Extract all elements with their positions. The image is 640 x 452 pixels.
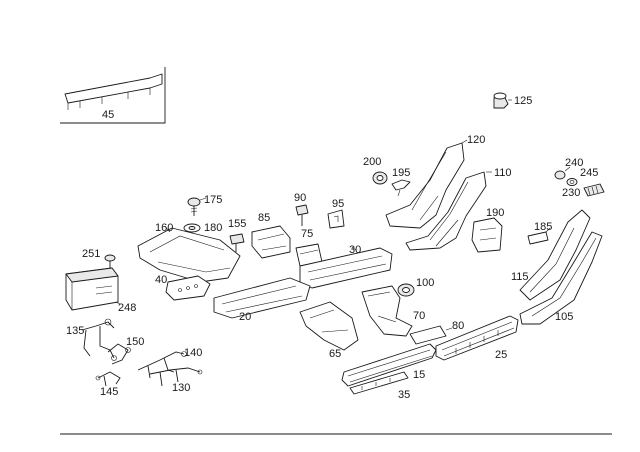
label-248: 248: [118, 302, 136, 314]
label-240: 240: [565, 157, 583, 169]
part-130-harness: [149, 367, 203, 387]
part-140-harness: [137, 351, 187, 379]
label-200: 200: [363, 156, 381, 168]
label-35: 35: [398, 389, 410, 401]
label-20: 20: [239, 311, 251, 323]
part-160-rail: [137, 227, 241, 283]
part-175-screw: [187, 197, 207, 216]
part-80-bracket: [409, 325, 453, 345]
label-120: 120: [467, 134, 485, 146]
part-30-crossmember: [299, 246, 393, 289]
part-85-bracket: [251, 225, 291, 259]
label-145: 145: [100, 386, 118, 398]
label-130: 130: [172, 382, 190, 394]
part-120-pillar: [385, 139, 468, 229]
part-240-nut: [554, 166, 571, 180]
label-110: 110: [494, 167, 512, 179]
label-25: 25: [495, 349, 507, 361]
label-70: 70: [413, 310, 425, 322]
label-90: 90: [294, 192, 306, 204]
label-251: 251: [82, 248, 100, 260]
part-105-rail: [519, 231, 603, 325]
part-230-bolt: [583, 183, 605, 197]
part-145-harness: [95, 371, 121, 387]
label-180: 180: [204, 222, 222, 234]
label-175: 175: [204, 194, 222, 206]
label-150: 150: [126, 336, 144, 348]
part-70-bracket: [361, 285, 413, 337]
part-35-strip: [349, 371, 409, 395]
part-195-clip: [391, 179, 411, 197]
part-100-grommet: [397, 283, 415, 297]
part-200-grommet: [372, 171, 388, 185]
part-190-panel: [471, 217, 503, 253]
part-110-pillar: [405, 171, 492, 251]
label-125: 125: [514, 95, 532, 107]
label-105: 105: [555, 311, 573, 323]
part-150-harness: [107, 343, 131, 365]
label-75: 75: [301, 228, 313, 240]
part-15-sill: [341, 343, 437, 387]
label-95: 95: [332, 198, 344, 210]
part-115-rail: [519, 209, 591, 301]
label-15: 15: [413, 369, 425, 381]
part-65-tunnel: [299, 301, 359, 351]
label-140: 140: [184, 347, 202, 359]
part-95-bracket: [327, 209, 345, 229]
label-195: 195: [392, 167, 410, 179]
part-20-member: [213, 277, 311, 319]
part-251-screw: [104, 254, 116, 272]
part-155-pin: [229, 233, 245, 252]
part-245-washer: [566, 178, 578, 186]
label-230: 230: [562, 187, 580, 199]
label-115: 115: [511, 271, 529, 283]
label-85: 85: [258, 212, 270, 224]
part-185-clip: [527, 227, 551, 245]
label-245: 245: [580, 167, 598, 179]
label-100: 100: [416, 277, 434, 289]
inset-part-45: 45: [60, 67, 166, 124]
part-90-bolt: [295, 204, 309, 226]
part-25-sill: [435, 315, 519, 361]
label-65: 65: [329, 348, 341, 360]
label-40: 40: [155, 274, 167, 286]
label-135: 135: [66, 325, 84, 337]
label-80: 80: [452, 320, 464, 332]
label-185: 185: [534, 221, 552, 233]
label-155: 155: [228, 218, 246, 230]
part-135-harness: [81, 318, 117, 361]
label-30: 30: [349, 244, 361, 256]
part-180-washer: [183, 223, 201, 233]
part-40-bracket: [165, 275, 211, 301]
label-190: 190: [486, 207, 504, 219]
part-125-nut: [493, 92, 512, 109]
inset-label: 45: [102, 109, 114, 121]
part-248-module: [65, 267, 121, 311]
label-160: 160: [155, 222, 173, 234]
